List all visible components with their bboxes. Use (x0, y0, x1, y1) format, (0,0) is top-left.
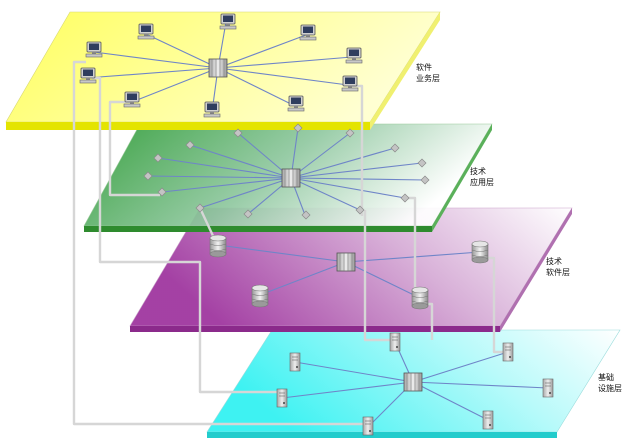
layer-label-software-business-line1: 软件 (416, 62, 432, 72)
inter-layer-connectors (72, 60, 506, 426)
diamond-icon (400, 193, 410, 203)
server-icon (482, 410, 494, 430)
layer-label-software-business-line2: 业务层 (416, 73, 440, 83)
diamond-icon (420, 175, 430, 185)
diamond-icon (390, 143, 400, 153)
tech-application-plane-edge (84, 226, 432, 232)
diamond-icon (355, 205, 365, 215)
diamond-icon (143, 171, 153, 181)
diamond-icon (153, 153, 163, 163)
layer-label-infrastructure-line1: 基础 (598, 372, 614, 382)
layer-label-tech-software-line2: 软件层 (546, 267, 570, 277)
tech-software-spokes (217, 244, 481, 299)
layer-label-tech-software-line1: 技术 (546, 256, 562, 266)
database-icon (251, 284, 269, 308)
diamond-icon (185, 140, 195, 150)
layer-label-infrastructure-line2: 设施层 (598, 383, 622, 393)
diamond-icon (417, 158, 427, 168)
computer-icon (123, 91, 141, 108)
server-icon (276, 388, 288, 408)
database-icon (471, 240, 489, 264)
computer-icon (79, 67, 97, 84)
diamond-icon (345, 128, 355, 138)
diamond-nodes (143, 123, 430, 220)
server-icon (542, 378, 554, 398)
computer-icon (85, 41, 103, 58)
hub-switches (208, 58, 423, 392)
server-icon (362, 416, 374, 436)
diamond-icon (243, 209, 253, 219)
infrastructure-plane-edge (207, 432, 557, 438)
computer-icon (299, 24, 317, 41)
layer-labels: 软件 业务层 技术 应用层 技术 软件层 基础 设施层 (416, 62, 622, 393)
computer-nodes (79, 13, 363, 118)
server-icon (389, 332, 401, 352)
diamond-icon (293, 123, 303, 133)
switch-icon (336, 252, 356, 272)
database-nodes (209, 234, 489, 310)
software-business-plane-edge (6, 122, 370, 130)
server-nodes (276, 332, 554, 436)
switch-icon (403, 372, 423, 392)
layer-label-tech-application-line1: 技术 (470, 166, 486, 176)
computer-icon (203, 101, 221, 118)
computer-icon (287, 95, 305, 112)
tech-software-plane-edge (130, 326, 500, 332)
switch-icon (281, 168, 301, 188)
diamond-icon (157, 187, 167, 197)
diamond-icon (195, 203, 205, 213)
diamond-icon (301, 210, 311, 220)
computer-icon (137, 23, 155, 40)
computer-icon (345, 47, 363, 64)
database-icon (411, 286, 429, 310)
server-icon (502, 342, 514, 362)
diamond-icon (233, 128, 243, 138)
computer-icon (341, 75, 359, 92)
layer-label-tech-application-line2: 应用层 (470, 177, 494, 187)
database-icon (209, 234, 227, 258)
computer-icon (219, 13, 237, 30)
server-icon (289, 352, 301, 372)
software-business-spokes (85, 21, 353, 113)
switch-icon (208, 58, 228, 78)
